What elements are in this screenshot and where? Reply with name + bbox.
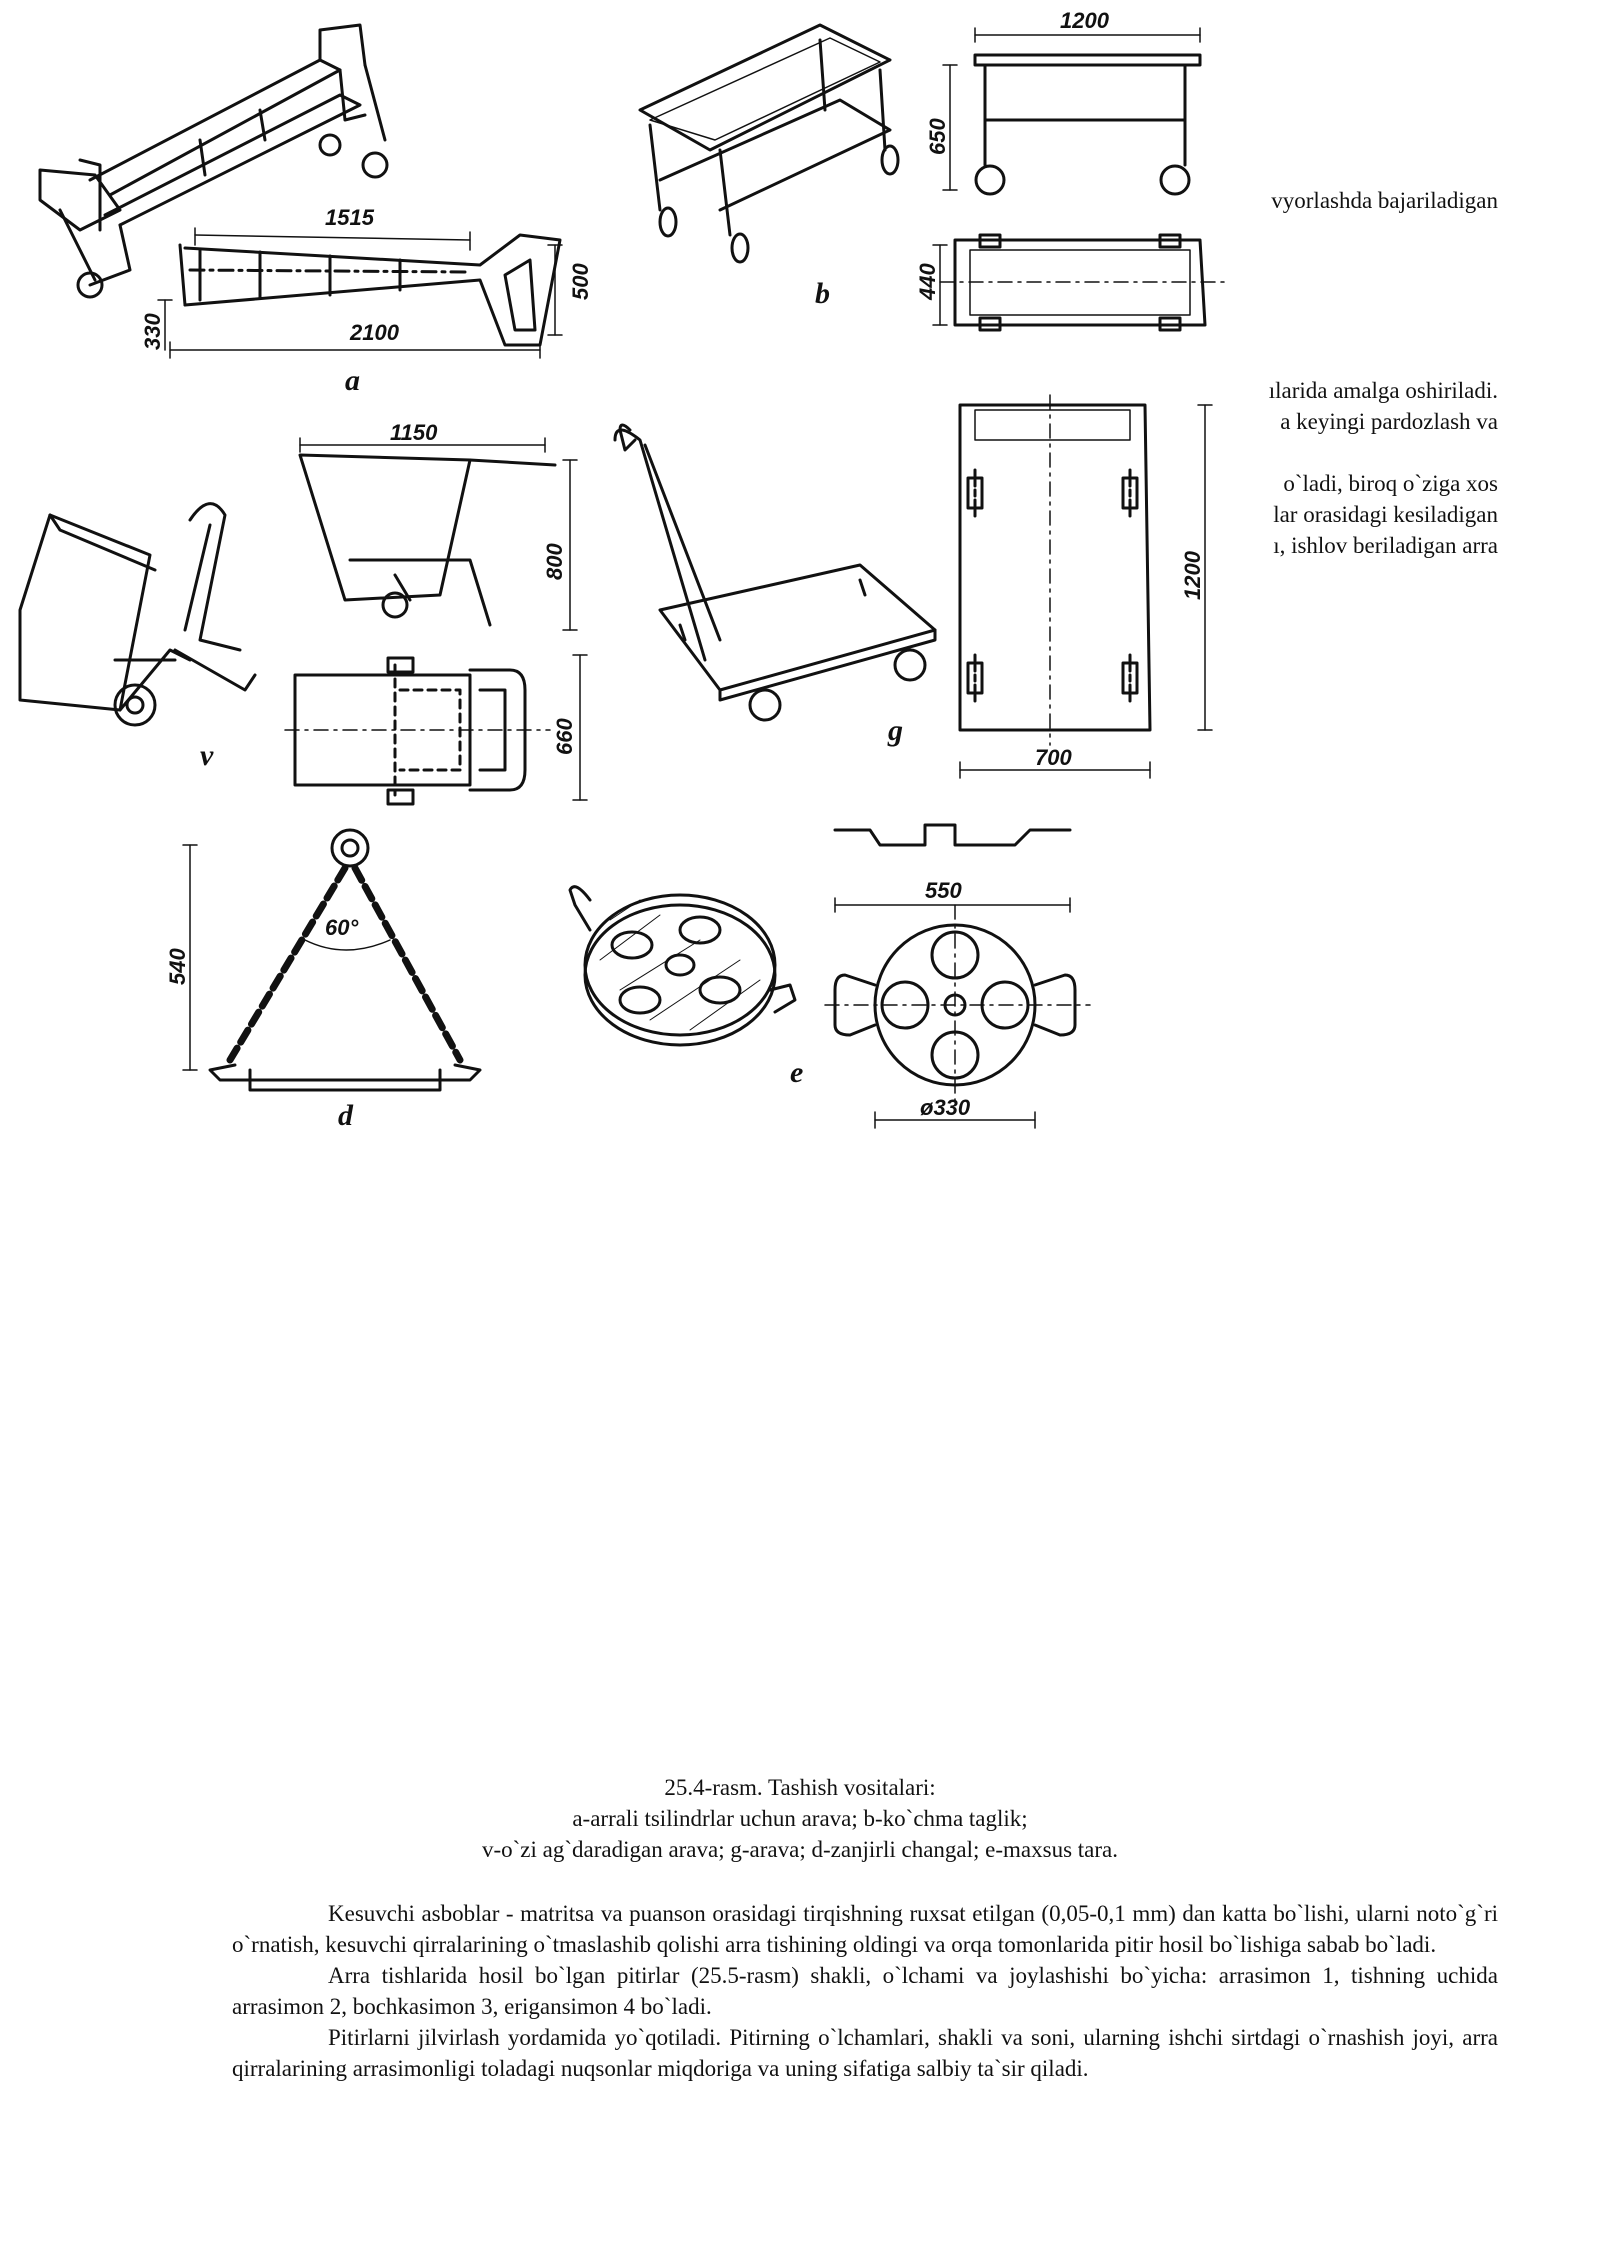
- panel-b-dimension-lines: [932, 27, 1201, 326]
- panel-labels: a b v g d e: [200, 277, 903, 1132]
- panel-v-tipping-cart-drawing: [18, 437, 588, 806]
- panel-a-cart-drawing: [38, 23, 563, 359]
- figure-caption-line-3: v-o`zi ag`daradigan arava; g-arava; d-za…: [481, 1837, 1118, 1862]
- dim-a-1515: 1515: [325, 205, 375, 230]
- dim-b-1200: 1200: [1060, 8, 1110, 33]
- transport-devices-drawing: 1515 2100 500 330 1200 650 440 1150 800 …: [18, 8, 1231, 1132]
- dim-a-500: 500: [568, 263, 593, 300]
- panel-label-v: v: [200, 739, 214, 772]
- text-fragment-5: lar orasidagi kesiladigan: [1273, 502, 1498, 527]
- panel-e-special-container-drawing: [568, 823, 1091, 1129]
- panel-e-dimension-lines: [834, 897, 1071, 1129]
- dim-d-60: 60°: [325, 915, 358, 940]
- body-text: Kesuvchi asboblar - matritsa va puanson …: [232, 1898, 1498, 2084]
- text-fragment-1: vyorlashda bajariladigan: [1271, 188, 1498, 213]
- dim-g-1200: 1200: [1180, 550, 1205, 600]
- panel-g-dimension-lines: [959, 404, 1213, 779]
- panel-e-hatching: [599, 899, 761, 1031]
- text-fragment-4: o`ladi, biroq o`ziga xos: [1283, 471, 1498, 496]
- figure-caption-title: 25.4-rasm. Tashish vositalari:: [664, 1775, 936, 1800]
- dim-e-550: 550: [925, 878, 962, 903]
- figure-25-4: 1515 2100 500 330 1200 650 440 1150 800 …: [18, 8, 1231, 1132]
- dim-e-330: ø330: [920, 1095, 971, 1120]
- dim-v-660: 660: [552, 718, 577, 755]
- dim-a-330: 330: [140, 313, 165, 350]
- panel-label-d: d: [338, 1099, 354, 1132]
- panel-g-plan-view: [958, 394, 1152, 746]
- dim-d-540: 540: [165, 948, 190, 985]
- text-fragment-2: ılarida amalga oshiriladi.: [1268, 378, 1498, 403]
- dim-g-700: 700: [1035, 745, 1072, 770]
- panel-a-dimension-lines: [157, 227, 563, 359]
- panel-label-g: g: [887, 714, 903, 747]
- panel-b-side-view: [973, 53, 1202, 196]
- dim-a-2100: 2100: [349, 320, 400, 345]
- panel-d-dimension-lines: [182, 844, 198, 1071]
- paragraph-3: Pitirlarni jilvirlash yordamida yo`qotil…: [232, 2025, 1498, 2081]
- panel-v-plan-view: [284, 656, 551, 806]
- paragraph-1: Kesuvchi asboblar - matritsa va puanson …: [232, 1901, 1498, 1957]
- text-fragment-6: ı, ishlov beriladigan arra: [1273, 533, 1498, 558]
- figure-caption-line-2: a-arrali tsilindrlar uchun arava; b-ko`c…: [572, 1806, 1028, 1831]
- panel-label-e: e: [790, 1056, 803, 1089]
- panel-label-b: b: [815, 277, 830, 310]
- text-fragment-3: a keyingi pardozlash va: [1280, 409, 1498, 434]
- dim-b-440: 440: [915, 263, 940, 301]
- panel-g-flat-cart-drawing: [613, 394, 1213, 779]
- dim-v-1150: 1150: [390, 420, 438, 445]
- panel-d-chain-sling-drawing: [182, 828, 482, 1092]
- panel-a-plan-view: [178, 233, 562, 347]
- panel-v-side-view: [298, 453, 557, 627]
- dimension-labels: 1515 2100 500 330 1200 650 440 1150 800 …: [140, 8, 1205, 1120]
- panel-e-plan-view: [824, 904, 1091, 1101]
- panel-b-trolley-drawing: [638, 23, 1231, 332]
- paragraph-2: Arra tishlarida hosil bo`lgan pitirlar (…: [232, 1963, 1498, 2019]
- panel-v-dimension-lines: [299, 437, 588, 801]
- panel-b-plan-view: [939, 233, 1231, 332]
- panel-label-a: a: [345, 364, 360, 397]
- dim-b-650: 650: [925, 118, 950, 155]
- dim-v-800: 800: [542, 543, 567, 580]
